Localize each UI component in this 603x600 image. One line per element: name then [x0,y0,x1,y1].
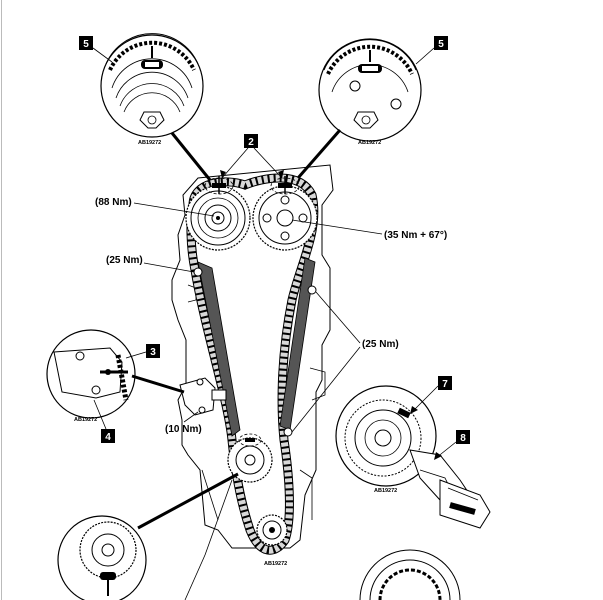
detail-connector-right [296,129,342,179]
callout-badge-3 [146,344,160,358]
detail-connector-crank [137,472,239,530]
callout-5-left-text: 5 [83,39,89,50]
chain-tensioner [179,377,227,416]
callout-badge-5-left [79,36,93,50]
callout-badge-5-right [434,36,448,50]
engine-block-outline [171,164,334,549]
torque-label-tensioner-bolts: (10 Nm) [165,424,202,435]
callout-5-right-text: 5 [438,39,444,50]
callout-4-text: 4 [105,432,111,443]
callout-8-text: 8 [460,433,466,444]
callout-2-text: 2 [248,137,254,148]
detail-connector-left [170,132,212,181]
callout-7-text: 7 [442,379,448,390]
ref-code-tensioner: AB19272 [74,417,97,423]
torque-label-cam-bolt: (88 Nm) [95,197,132,208]
detail-view-tensioner [46,329,136,419]
guide-bolt-left [193,267,203,277]
ref-code-top-right: AB19272 [358,140,381,146]
ref-code-top-left: AB19272 [138,140,161,146]
callout-3-text: 3 [150,347,156,358]
exhaust-camshaft-sprocket [252,185,318,251]
ref-code-main: AB19272 [264,561,287,567]
guide-bolt-right-upper [307,285,317,295]
callout-badge-7 [438,376,452,390]
timing-marks-top [204,176,300,195]
chain-guide-left [197,261,241,437]
callout-badge-8 [456,430,470,444]
torque-label-guide-bolts-right: (25 Nm) [362,339,399,350]
detail-view-intake-timing-mark [100,33,204,138]
ref-code-vvt: AB19272 [374,488,397,494]
detail-view-crank-timing-mark [57,515,147,600]
torque-label-cam-sprocket-bolts: (35 Nm + 67°) [384,230,447,241]
oil-pump-sprocket [256,514,288,546]
crankshaft-pulley [359,549,461,600]
guide-bolt-right-lower [283,427,293,437]
camshaft-shaft [439,479,491,529]
callout-badge-4 [101,429,115,443]
crankshaft-sprocket [227,433,273,483]
callout-badge-2 [244,134,258,148]
detail-view-exhaust-timing-mark [318,38,422,142]
detail-connector-tensioner [131,374,185,394]
torque-label-guide-bolt: (25 Nm) [106,255,143,266]
intake-camshaft-sprocket [185,185,251,251]
